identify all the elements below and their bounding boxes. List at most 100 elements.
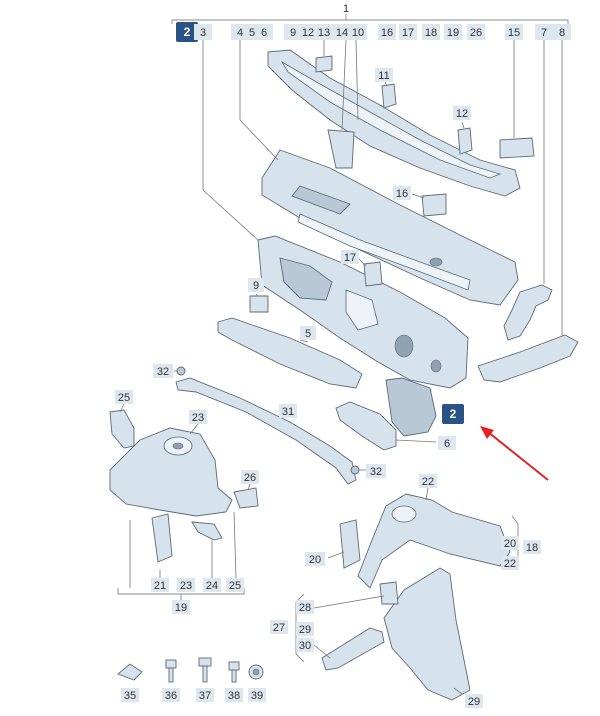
top-label-bg (255, 24, 273, 40)
top-label-13: 13 (318, 27, 330, 39)
top-label-bg (194, 24, 212, 40)
part-lower-member-shape (321, 627, 385, 671)
top-label-bg (349, 24, 367, 40)
callout-25a: 25 (118, 392, 130, 404)
fastener-35-shape (117, 663, 143, 681)
top-label-bg (284, 24, 302, 40)
part-plenum-panel-shape (261, 149, 519, 306)
part-bracket-15-shape (499, 137, 535, 159)
callout-18: 18 (526, 542, 538, 554)
top-label-26: 26 (470, 27, 482, 39)
part-bracket-24-shape (191, 521, 223, 541)
label-assembly-1: 1 (343, 3, 349, 15)
top-label-15: 15 (508, 27, 520, 39)
callout-29a: 29 (299, 624, 311, 636)
fasteners-group (117, 657, 264, 683)
top-label-19: 19 (447, 27, 459, 39)
callout-23b: 23 (180, 580, 192, 592)
top-label-bg (553, 24, 571, 40)
part-right-strut-tower-shape (357, 493, 511, 589)
part-bracket-12-shape (457, 127, 473, 155)
part-lower-rail-right-shape (477, 334, 579, 383)
top-label-3: 3 (200, 27, 206, 39)
top-label-bg (378, 24, 396, 40)
top-label-5: 5 (249, 27, 255, 39)
callout-38: 38 (228, 690, 240, 702)
callout-35: 35 (124, 690, 136, 702)
top-label-bg (299, 24, 317, 40)
part-bracket-17-shape (363, 261, 383, 287)
fastener-37-shank (202, 665, 208, 683)
callout-30: 30 (299, 640, 311, 652)
callout-6: 6 (444, 438, 450, 450)
highlight-label-callout-text: 2 (450, 407, 457, 421)
top-label-9: 9 (290, 27, 296, 39)
fastener-38-shank (231, 669, 237, 683)
callout-9: 9 (253, 280, 259, 292)
top-label-4: 4 (237, 27, 243, 39)
callout-26: 26 (244, 472, 256, 484)
top-label-bg (535, 24, 553, 40)
highlight-label-top: 2 (176, 22, 198, 42)
lead-lines (119, 39, 563, 695)
top-label-bg (315, 24, 333, 40)
callout-36: 36 (165, 690, 177, 702)
top-label-16: 16 (381, 27, 393, 39)
callout-22b: 22 (504, 558, 516, 570)
part-cross-member-shape (217, 317, 363, 389)
callout-25b: 25 (229, 580, 241, 592)
callout-24: 24 (206, 580, 218, 592)
part-side-bracket-shape (503, 284, 553, 341)
callout-21: 21 (154, 580, 166, 592)
top-label-7: 7 (541, 27, 547, 39)
fastener-36-shank (168, 667, 174, 683)
top-label-bg (422, 24, 440, 40)
top-label-bg (444, 24, 462, 40)
callout-23a: 23 (192, 412, 204, 424)
callout-12: 12 (456, 108, 468, 120)
part-side-member-shape (383, 567, 471, 701)
highlight-label-top-text: 2 (184, 25, 191, 39)
callout-28: 28 (299, 602, 311, 614)
callout-32a: 32 (157, 366, 169, 378)
part-cowl-panel-shape (267, 49, 521, 197)
part-bulkhead-lower-shape (385, 377, 437, 437)
part-bracket-11-shape (381, 83, 397, 109)
top-label-10: 10 (352, 27, 364, 39)
part-side-panel-shape (335, 401, 397, 451)
part-bracket-28-shape (379, 581, 399, 605)
part-bracket-13-shape (315, 55, 333, 73)
callout-32b: 32 (370, 466, 382, 478)
top-label-12: 12 (302, 27, 314, 39)
part-bracket-14-shape (327, 129, 355, 169)
fastener-36-shape (165, 659, 177, 669)
part-bracket-26-shape (233, 487, 259, 509)
part-left-strut-tower-shape (109, 427, 233, 517)
red-arrow-icon (480, 426, 549, 481)
nut-32-lower-shape (350, 465, 360, 475)
top-label-bg (467, 24, 485, 40)
top-label-bg (505, 24, 523, 40)
highlight-label-callout: 2 (442, 404, 464, 424)
callout-labels: 11 12 16 17 9 5 32 25 23 31 26 32 6 22 2… (115, 68, 541, 708)
part-bracket-20-shape (339, 519, 361, 569)
top-label-bg (333, 24, 351, 40)
callout-20b: 20 (309, 554, 321, 566)
part-bulkhead-shape (257, 235, 469, 389)
top-label-18: 18 (425, 27, 437, 39)
nut-32-upper-shape (176, 366, 186, 376)
callout-39: 39 (251, 690, 263, 702)
top-label-bg (399, 24, 417, 40)
part-rail-21-shape (151, 513, 173, 563)
callout-11: 11 (378, 70, 389, 82)
fastener-38-shape (228, 661, 240, 671)
fastener-37-shape (198, 657, 212, 667)
top-label-8: 8 (559, 27, 565, 39)
part-strut-brace-shape (175, 377, 357, 485)
top-label-14: 14 (336, 27, 348, 39)
callout-31: 31 (282, 406, 294, 418)
callout-22a: 22 (422, 476, 434, 488)
